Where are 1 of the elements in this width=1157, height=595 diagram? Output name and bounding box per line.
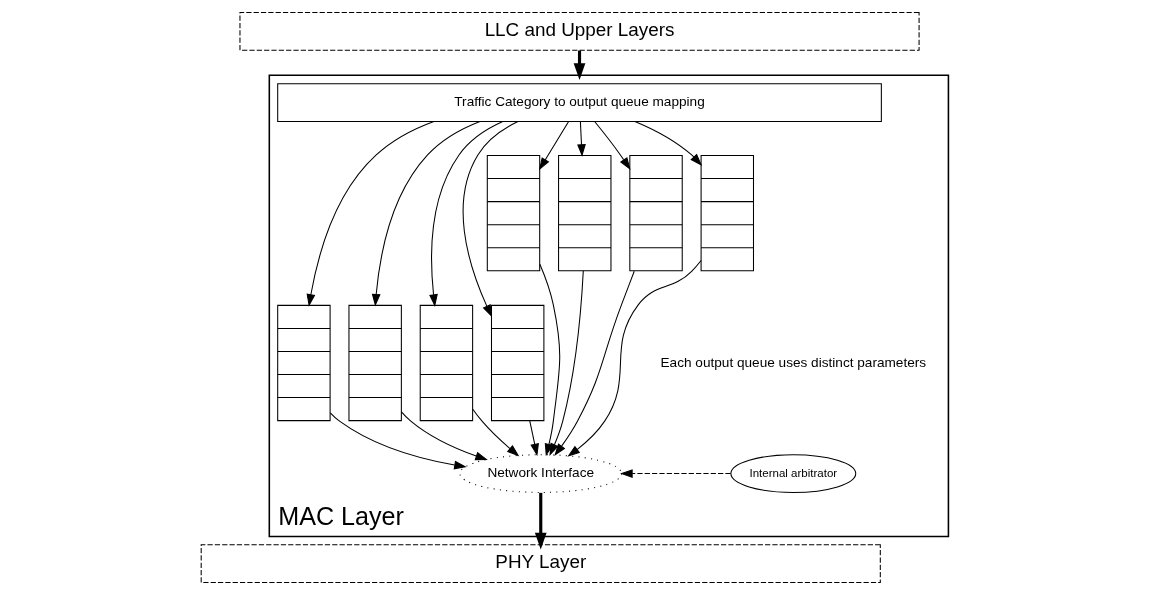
label: Each output queue uses distinct parameters	[660, 354, 926, 370]
